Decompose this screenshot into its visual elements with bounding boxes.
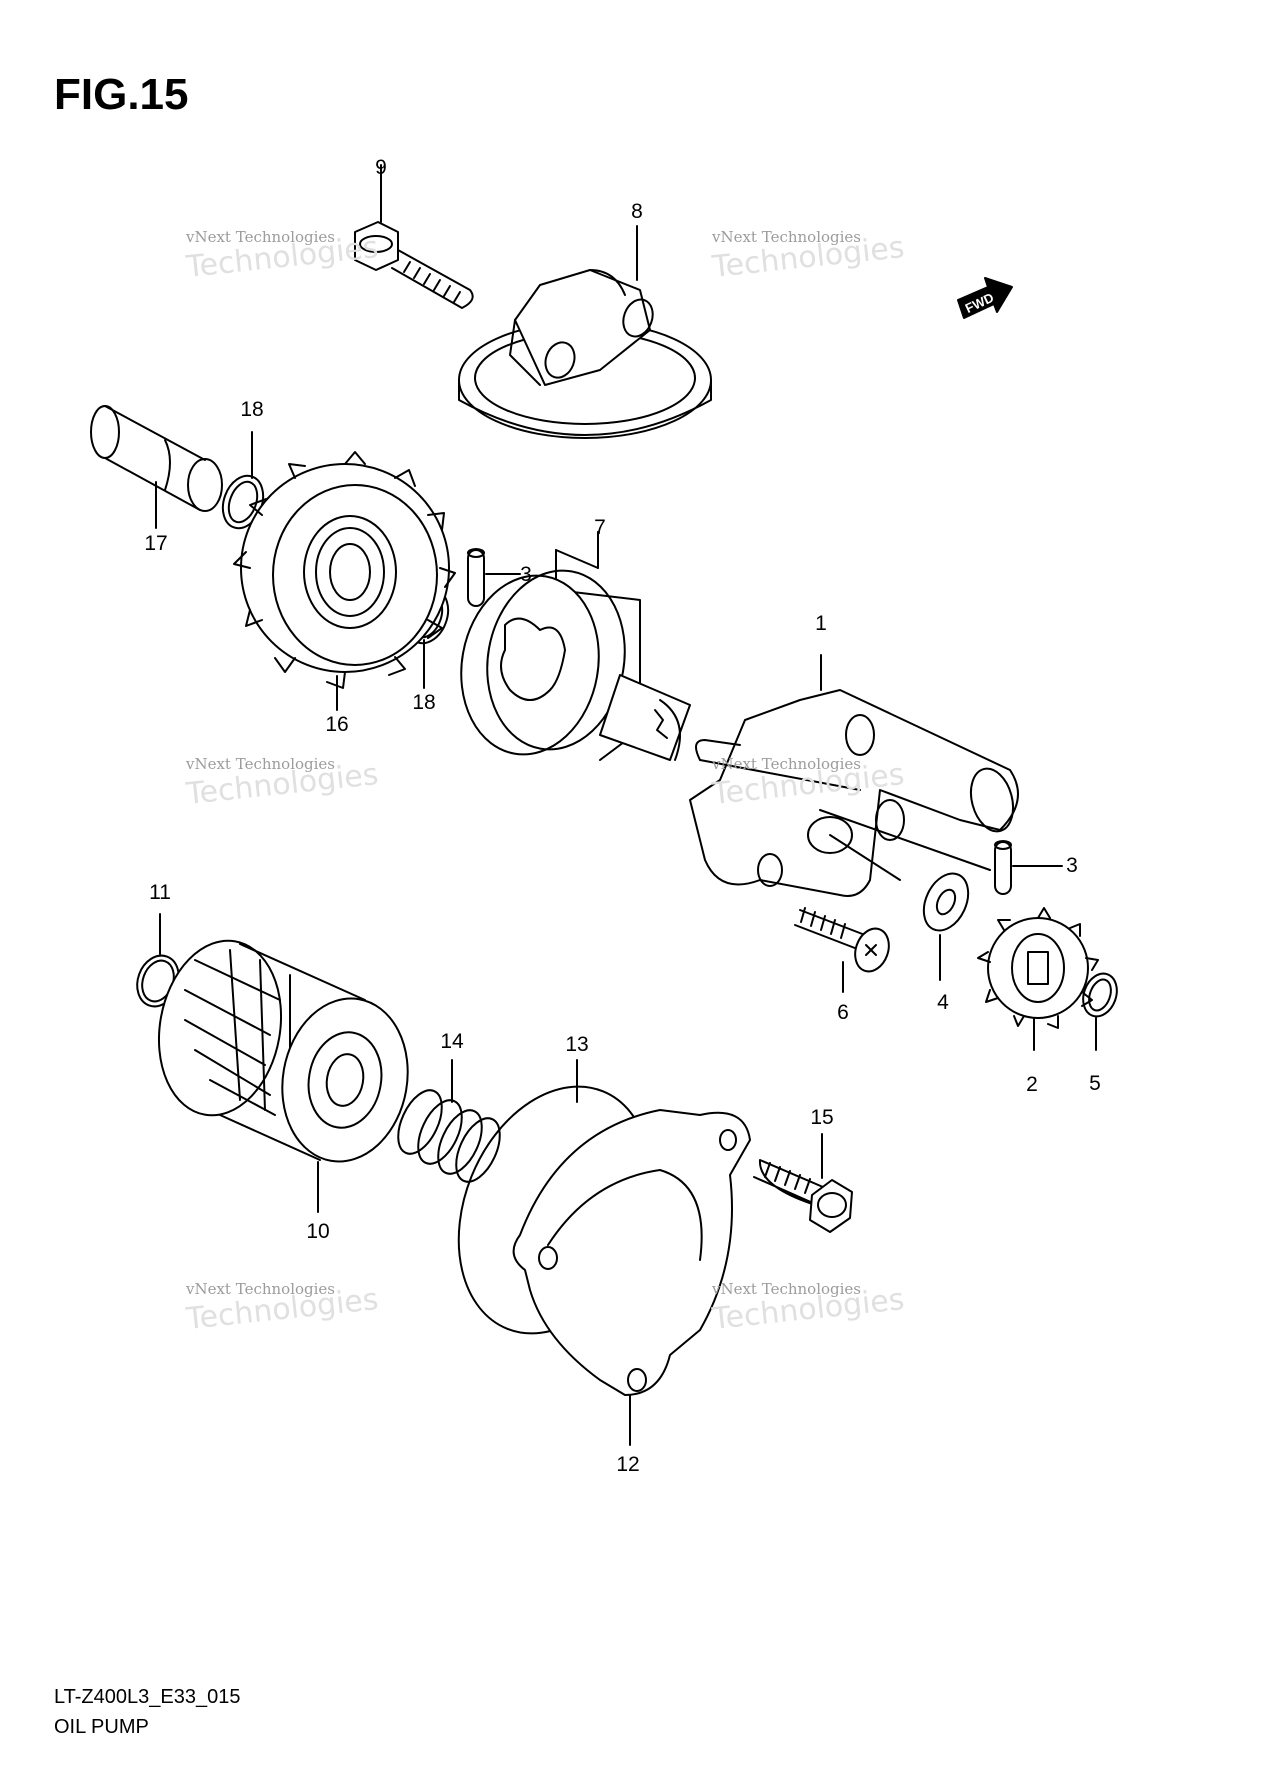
part-number-label: 12 xyxy=(616,1453,640,1476)
part-number-label: 17 xyxy=(144,532,168,555)
dowel-pin-part-3-lower xyxy=(994,840,1063,895)
rotor-set-part-7 xyxy=(460,531,691,761)
large-gear-part-16 xyxy=(233,451,456,711)
screw-part-6 xyxy=(794,907,890,993)
figure-title: FIG.15 xyxy=(54,70,189,119)
part-number-label: 7 xyxy=(594,516,606,539)
dowel-pin-part-3-upper xyxy=(467,548,521,607)
part-number-label: 5 xyxy=(1089,1072,1101,1095)
strainer-cap-part-8 xyxy=(458,225,712,439)
part-number-label: 8 xyxy=(631,200,643,223)
small-gear-part-2 xyxy=(977,907,1099,1051)
shaft-part-17 xyxy=(90,405,223,529)
spring-part-14 xyxy=(397,1059,501,1183)
fwd-label: FWD xyxy=(963,290,996,316)
diagram-name: OIL PUMP xyxy=(54,1716,149,1738)
part-number-label: 16 xyxy=(325,713,349,736)
part-number-label: 9 xyxy=(375,156,387,179)
part-number-label: 3 xyxy=(520,563,532,586)
flange-bolt-part-15 xyxy=(753,1133,853,1233)
part-number-label: 11 xyxy=(149,881,171,904)
diagram-code: LT-Z400L3_E33_015 xyxy=(54,1686,241,1708)
washer-part-4 xyxy=(922,872,970,981)
part-number-label: 18 xyxy=(412,691,436,714)
circlip-part-5 xyxy=(1082,972,1118,1051)
part-number-label: 4 xyxy=(937,991,949,1014)
pump-body-part-1 xyxy=(689,654,1019,897)
flange-bolt-part-9 xyxy=(354,164,474,309)
part-number-label: 18 xyxy=(240,398,264,421)
part-number-label: 6 xyxy=(837,1001,849,1024)
part-number-label: 14 xyxy=(440,1030,464,1053)
oil-filter-part-10 xyxy=(157,939,409,1213)
fwd-arrow-icon: FWD xyxy=(957,277,1013,319)
part-number-label: 10 xyxy=(306,1220,330,1243)
part-number-label: 13 xyxy=(565,1033,589,1056)
part-number-label: 2 xyxy=(1026,1073,1038,1096)
part-number-label: 1 xyxy=(815,612,827,635)
filter-cover-part-12 xyxy=(512,1109,751,1446)
part-number-label: 15 xyxy=(810,1106,834,1129)
part-number-label: 3 xyxy=(1066,854,1078,877)
